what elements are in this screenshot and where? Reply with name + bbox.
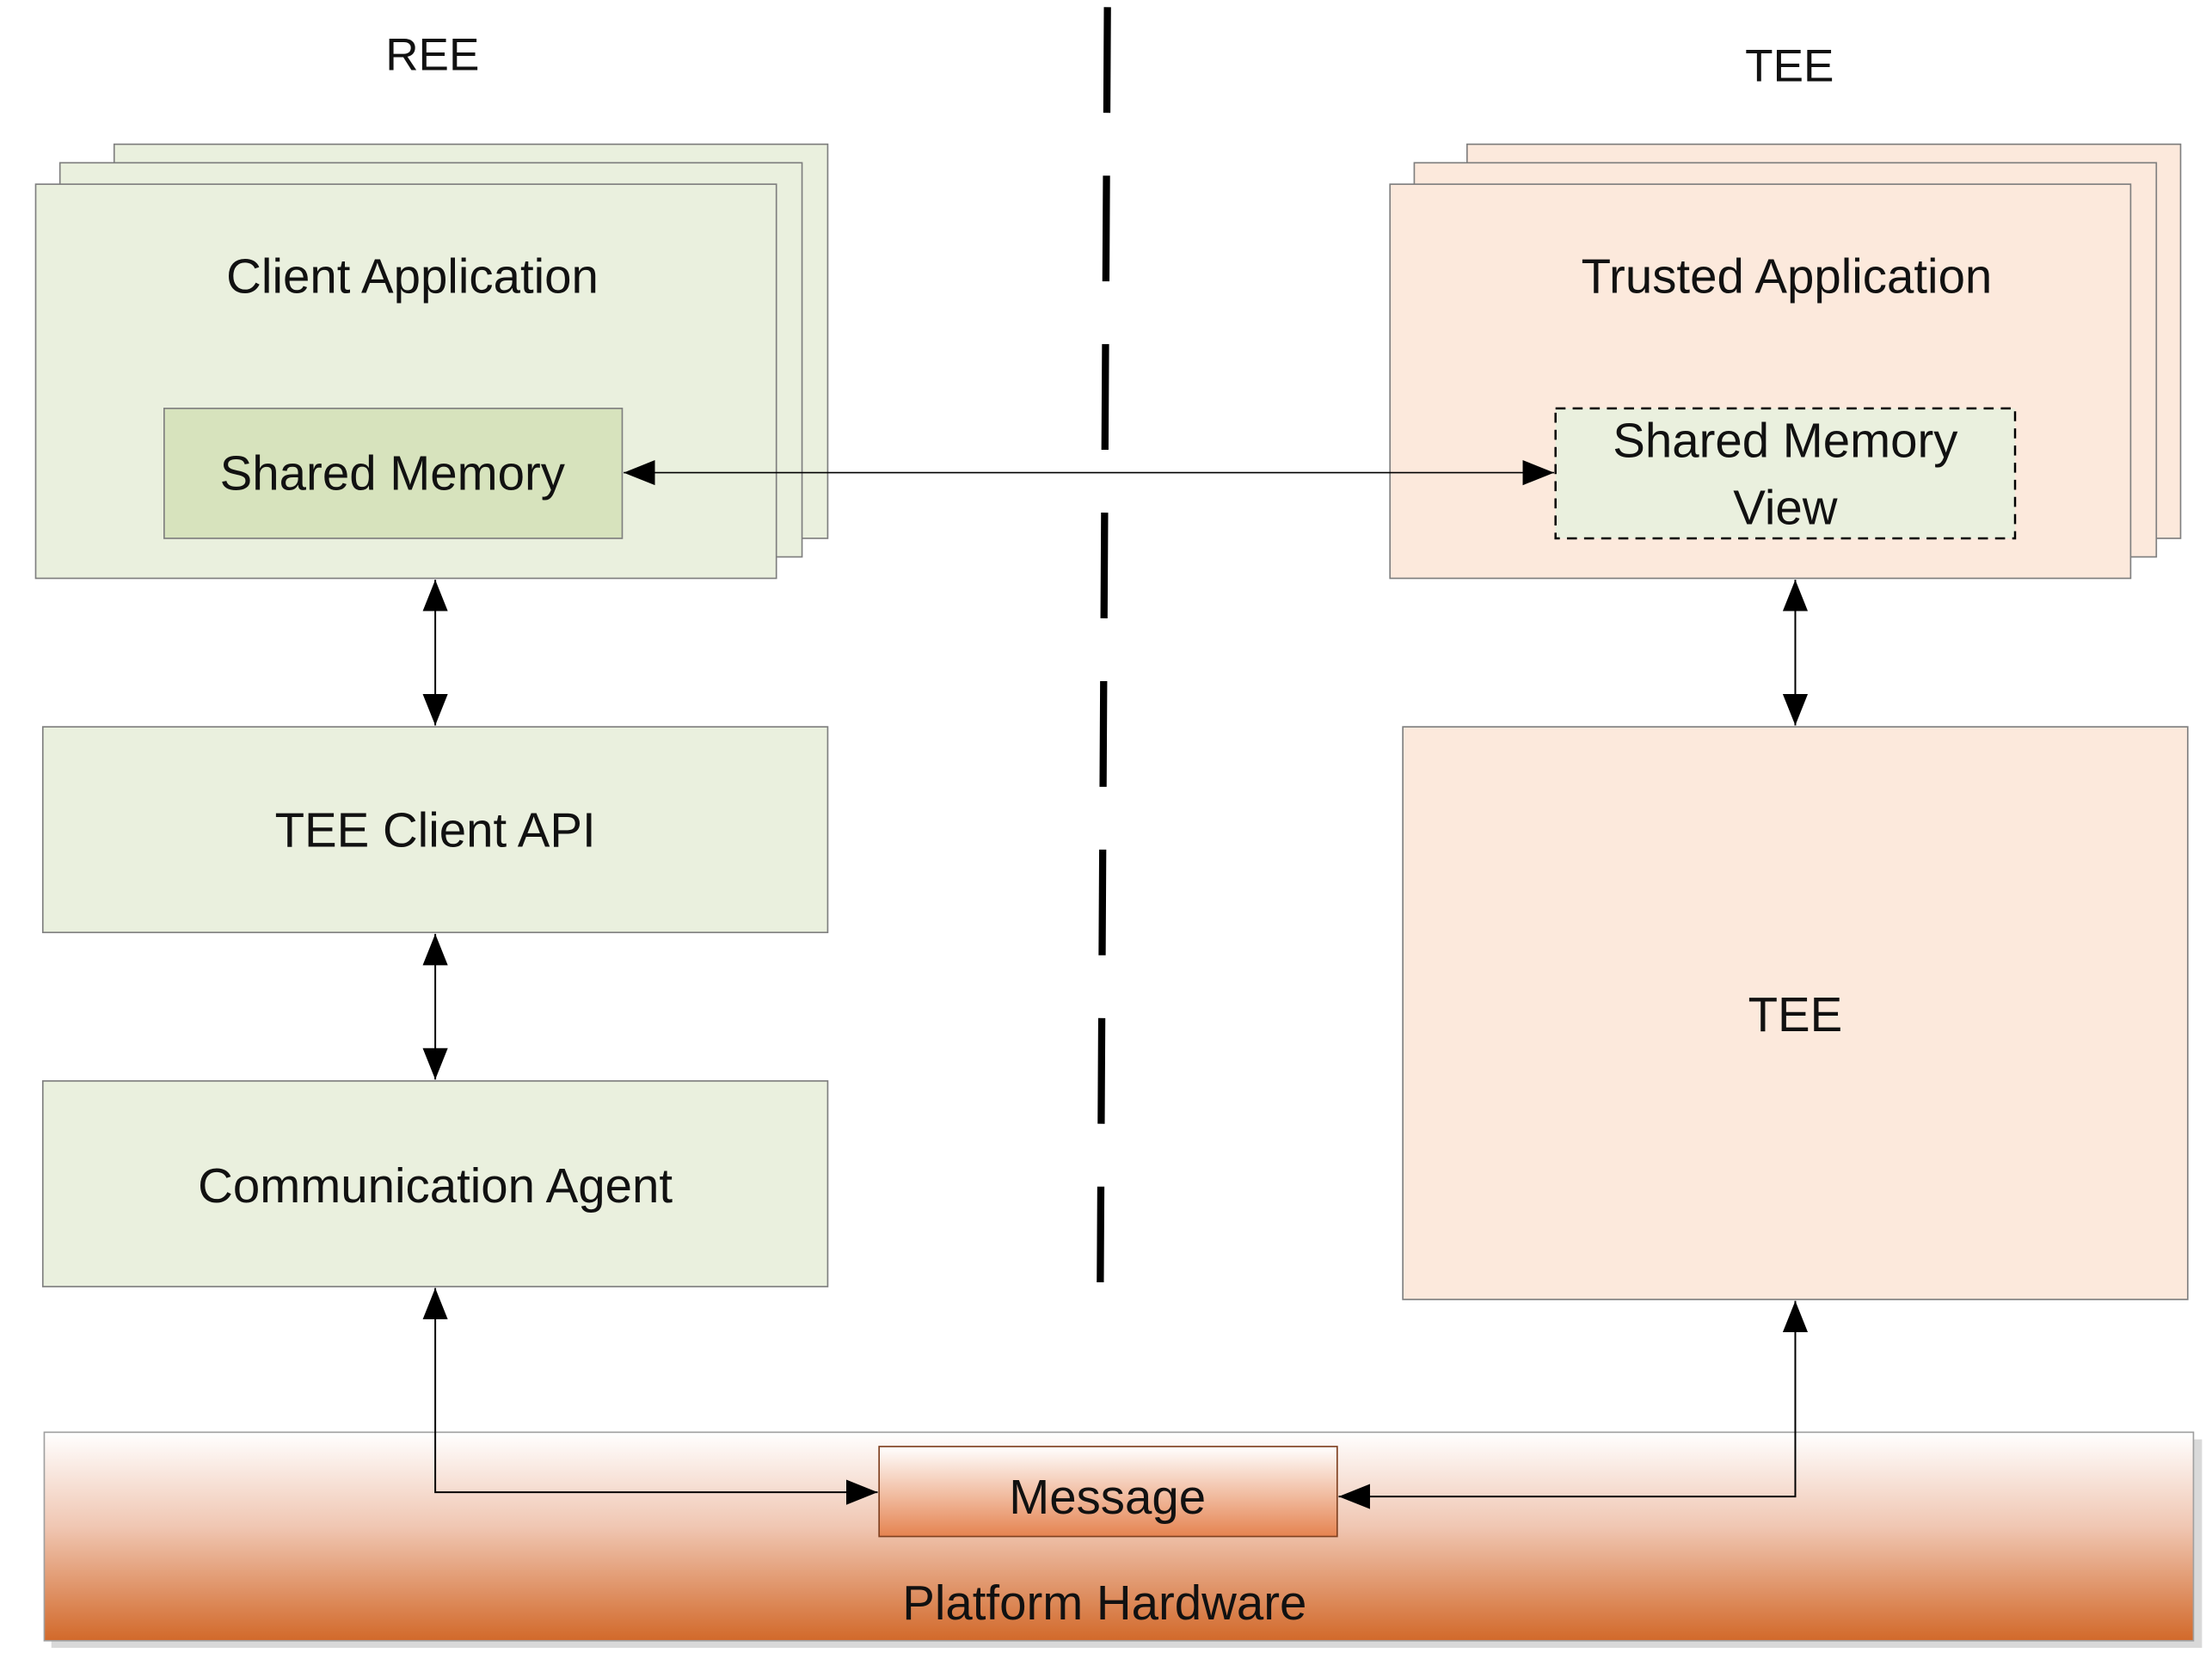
ree-tee-divider [1097,7,1111,1283]
platform-hardware-label: Platform Hardware [902,1576,1306,1630]
client-application-label: Client Application [226,249,599,303]
agent-to-message-arrow [422,1287,878,1505]
tee-client-api-box [41,726,829,934]
ree-region-label: REE [385,29,479,80]
message-box [878,1446,1338,1538]
shared-memory-view-label-line1: Shared Memory [1613,413,1958,467]
tee-box [1402,726,2189,1300]
trusted-application-label: Trusted Application [1582,249,1993,303]
trusted-application-stack: Trusted Application Shared Memory View [1389,143,2182,580]
shared-memory-view-label-line2: View [1733,480,1837,534]
tee-box-label: TEE [1748,987,1843,1041]
tee-region-label: TEE [1745,41,1834,92]
tee-to-message-arrow [1338,1300,1809,1509]
client-application-stack: Client Application Shared Memory [34,143,829,580]
shared-memory-view-box [1554,407,2017,540]
shared-memory-label: Shared Memory [220,445,566,500]
tee-client-api-label: TEE Client API [275,803,596,857]
client-application-box [34,183,777,580]
message-label: Message [1009,1470,1206,1524]
shared-memory-box [163,408,624,539]
communication-agent-label: Communication Agent [198,1158,673,1213]
communication-agent-box [41,1080,829,1287]
